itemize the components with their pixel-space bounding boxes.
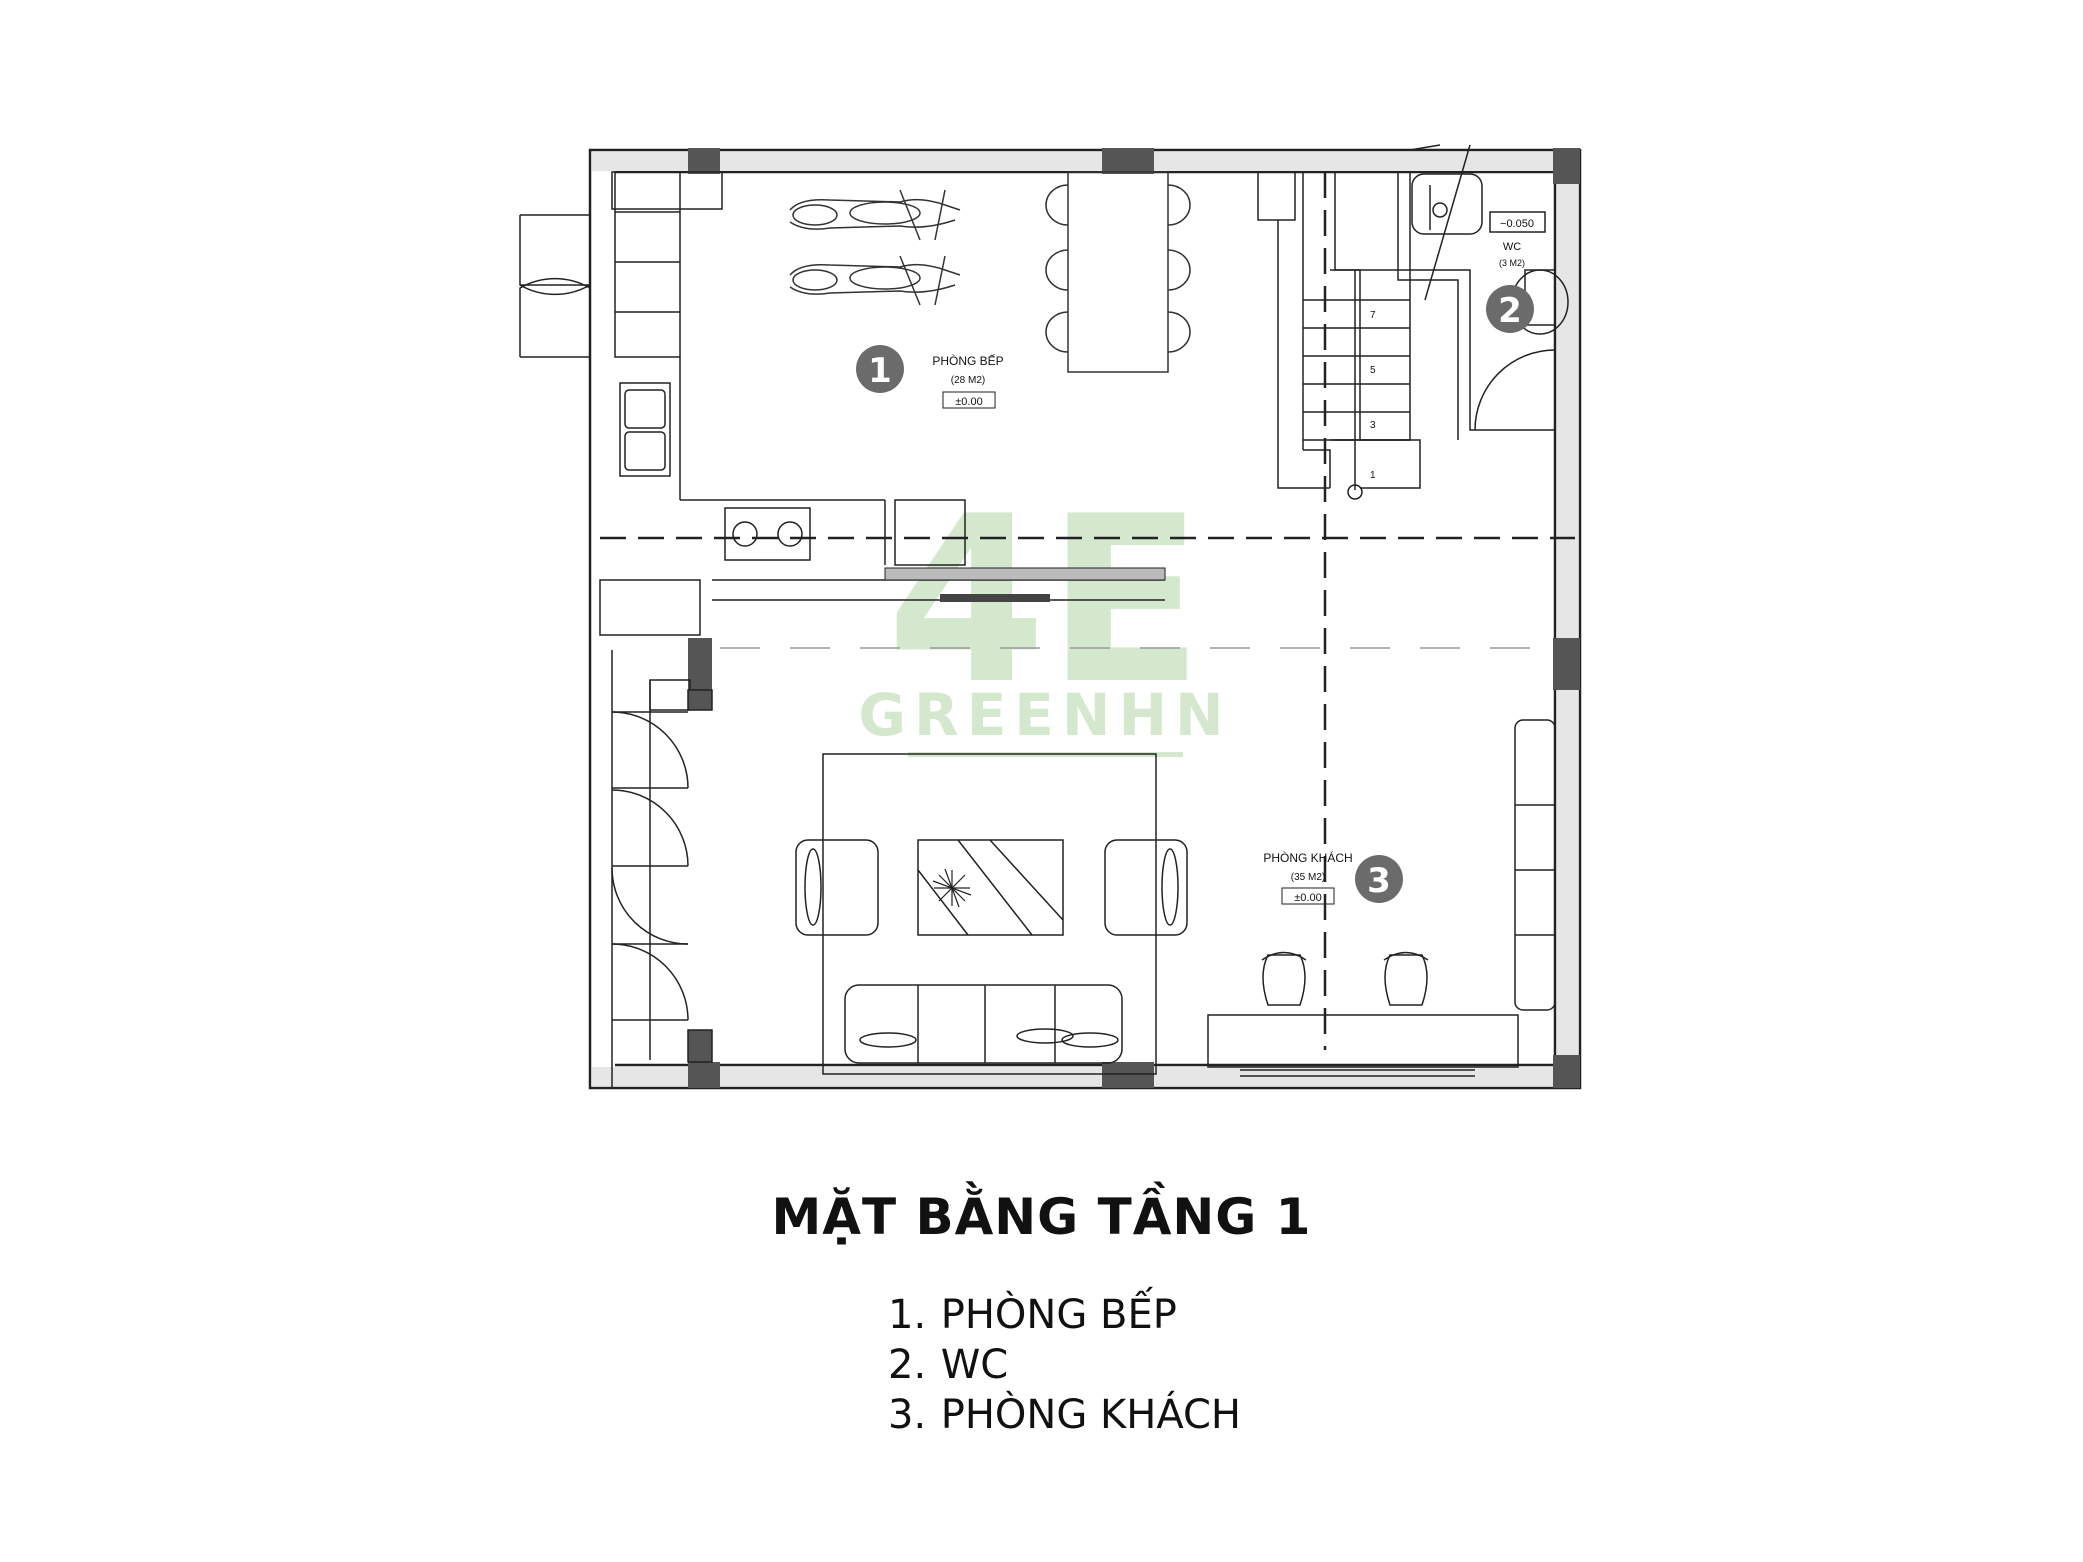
legend-item: 3. PHÒNG KHÁCH xyxy=(888,1390,1241,1440)
legend-number: 1. xyxy=(888,1292,927,1338)
wc-room xyxy=(1397,144,1569,440)
range-hood xyxy=(884,567,1166,602)
staircase xyxy=(1257,171,1421,500)
legend-number: 3. xyxy=(888,1392,927,1438)
wc-name: WC xyxy=(1503,241,1521,253)
greenhn-watermark: 4E GREENHN xyxy=(858,468,1231,757)
svg-text:1: 1 xyxy=(868,351,892,391)
stair-number: 3 xyxy=(1370,420,1376,431)
page-title: MẶT BẰNG TẦNG 1 xyxy=(771,1188,1312,1246)
svg-text:3: 3 xyxy=(1367,861,1391,901)
living-cabinet xyxy=(1240,719,1556,1077)
badge-wc: 2 xyxy=(1486,285,1534,333)
wc-area: (3 M2) xyxy=(1499,258,1525,268)
kitchen-name: PHÒNG BẾP xyxy=(932,353,1003,368)
kitchen-area: (28 M2) xyxy=(951,375,985,386)
living-label: PHÒNG KHÁCH (35 M2) ±0.00 xyxy=(1263,850,1353,905)
wall-poche xyxy=(592,152,1578,1086)
room-legend: 1. PHÒNG BẾP 2. WC 3. PHÒNG KHÁCH xyxy=(888,1290,1241,1440)
living-area: (35 M2) xyxy=(1291,872,1325,883)
wc-label: −0.050 WC (3 M2) xyxy=(1489,211,1546,268)
stair-number: 7 xyxy=(1370,310,1376,321)
stair-number: 5 xyxy=(1370,365,1376,376)
svg-text:2: 2 xyxy=(1498,291,1522,331)
legend-label: WC xyxy=(940,1342,1009,1388)
legend-label: PHÒNG KHÁCH xyxy=(940,1392,1242,1438)
left-entry-door xyxy=(519,214,591,358)
kitchen-label: PHÒNG BẾP (28 M2) ±0.00 xyxy=(932,353,1004,409)
stair-number: 1 xyxy=(1370,470,1376,481)
watermark-brand: GREENHN xyxy=(858,681,1231,749)
badge-kitchen: 1 xyxy=(856,345,904,393)
living-level: ±0.00 xyxy=(1294,892,1321,904)
structural-columns xyxy=(688,148,1580,1088)
motorbike-icon xyxy=(789,189,961,306)
wc-level: −0.050 xyxy=(1500,218,1534,230)
legend-item: 2. WC xyxy=(888,1340,1241,1390)
kitchen-level: ±0.00 xyxy=(955,396,982,408)
legend-label: PHÒNG BẾP xyxy=(940,1292,1177,1338)
dining-table xyxy=(1045,171,1191,373)
living-name: PHÒNG KHÁCH xyxy=(1263,850,1352,865)
living-side-doors xyxy=(611,650,713,1088)
stair-numbers: 7 5 3 1 xyxy=(1370,310,1376,481)
coffee-table-decor xyxy=(932,868,972,908)
living-furniture xyxy=(795,753,1519,1075)
badge-living: 3 xyxy=(1355,855,1403,903)
legend-number: 2. xyxy=(888,1342,927,1388)
legend-item: 1. PHÒNG BẾP xyxy=(888,1290,1241,1340)
